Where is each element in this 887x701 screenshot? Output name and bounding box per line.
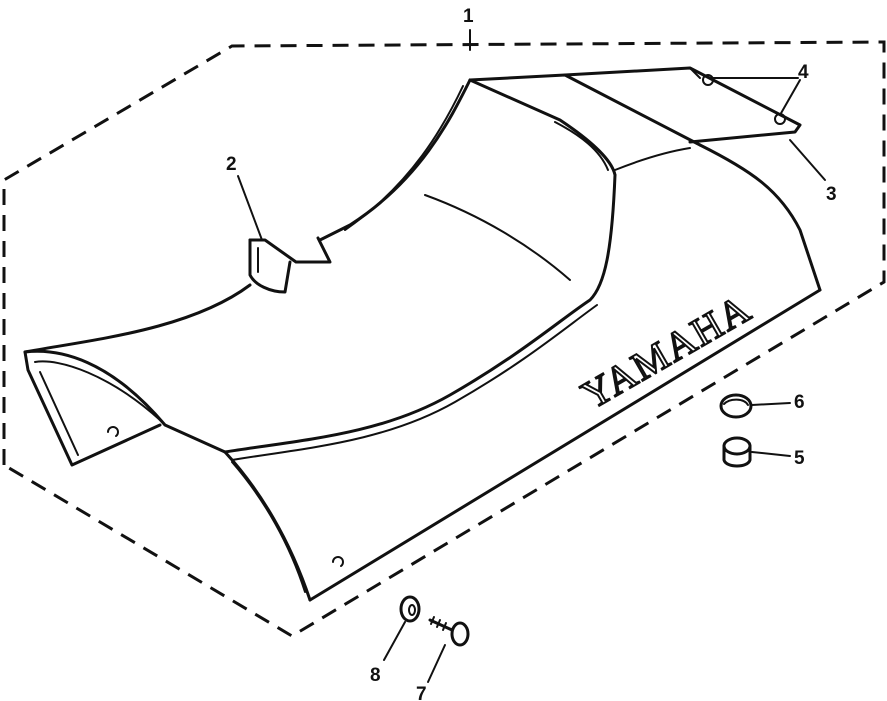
leader-8 <box>383 621 406 661</box>
callout-5: 5 <box>794 448 805 469</box>
leader-3 <box>789 139 826 181</box>
callout-3: 3 <box>826 184 837 205</box>
brand-text: YAMAHA <box>574 285 759 418</box>
bracket <box>563 66 802 144</box>
assembly-boundary <box>2 40 886 638</box>
callout-7: 7 <box>416 684 427 701</box>
leader-6 <box>751 402 791 406</box>
strap <box>248 236 332 294</box>
leader-4a <box>779 79 801 116</box>
leader-7 <box>427 644 446 683</box>
leader-5 <box>751 451 791 457</box>
callout-2: 2 <box>226 154 237 175</box>
callout-4: 4 <box>798 62 809 83</box>
leader-2 <box>237 175 263 241</box>
bolt <box>428 616 470 647</box>
washer <box>399 595 421 623</box>
washer-rubber <box>719 393 753 419</box>
callout-6: 6 <box>794 392 805 413</box>
callout-1: 1 <box>463 6 474 27</box>
damper <box>722 436 752 468</box>
callout-8: 8 <box>370 665 381 686</box>
